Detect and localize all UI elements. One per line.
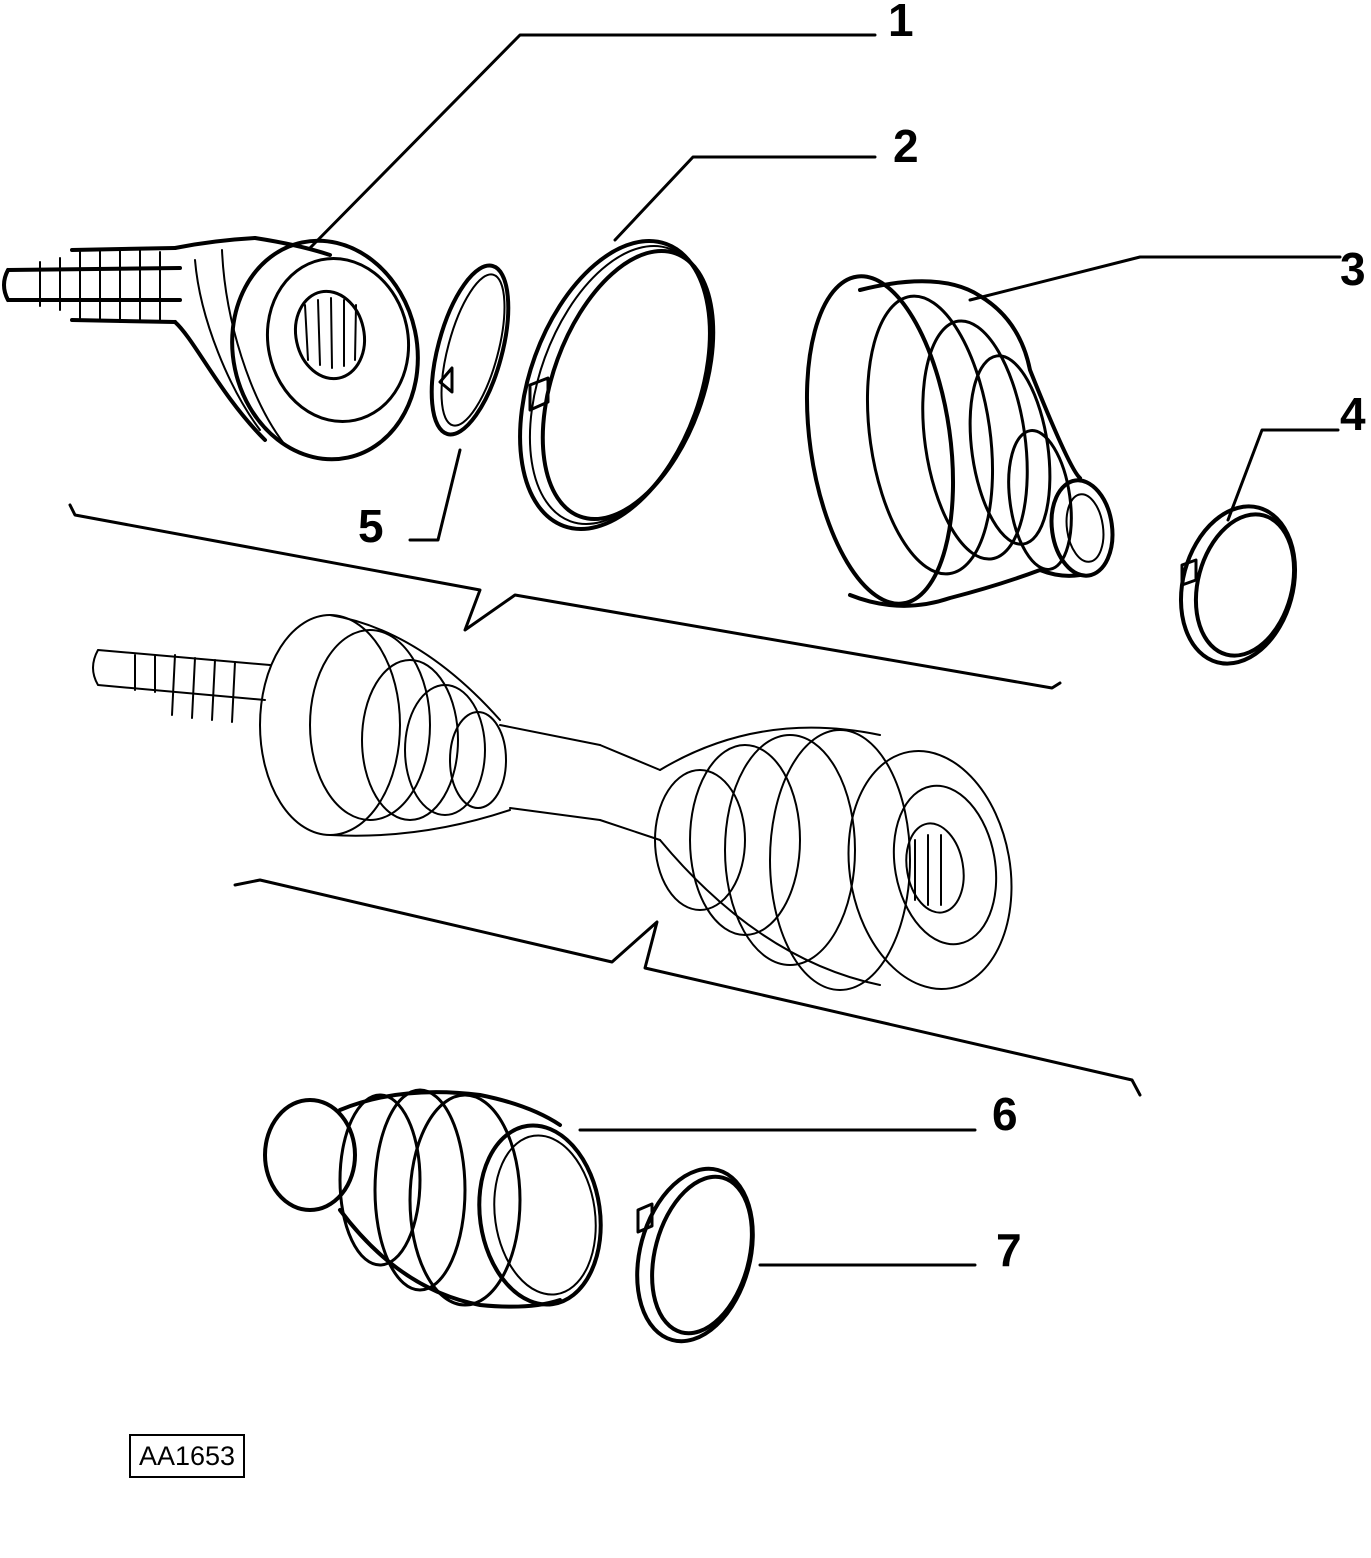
part-3-large-boot [804,274,1115,608]
leader-4 [1226,428,1340,522]
callout-6: 6 [992,1088,1018,1140]
callout-7: 7 [996,1224,1022,1276]
callout-labels: 1 2 3 4 5 6 7 [358,0,1366,1276]
part-4-small-clamp [1178,504,1298,666]
leader-2 [613,155,877,242]
part-5-circlip [429,263,511,437]
callout-4: 4 [1340,388,1366,440]
upper-bracket [68,503,1062,690]
part-6-small-boot [263,1088,603,1309]
part-1-outer-cv-joint [2,236,420,462]
lower-bracket [233,878,1142,1097]
assembled-drive-shaft [92,614,1013,991]
part-7-clamp-band [635,1166,755,1344]
reference-code: AA1653 [139,1441,235,1471]
leader-3 [968,255,1342,302]
part-2-clamp-band [518,239,716,531]
leader-lines [308,33,1342,1267]
callout-5: 5 [358,500,384,552]
leader-1 [308,33,877,250]
reference-code-box: AA1653 [129,1434,245,1478]
callout-3: 3 [1340,243,1366,295]
callout-1: 1 [888,0,914,46]
leader-5 [408,448,462,542]
callout-2: 2 [893,120,919,172]
